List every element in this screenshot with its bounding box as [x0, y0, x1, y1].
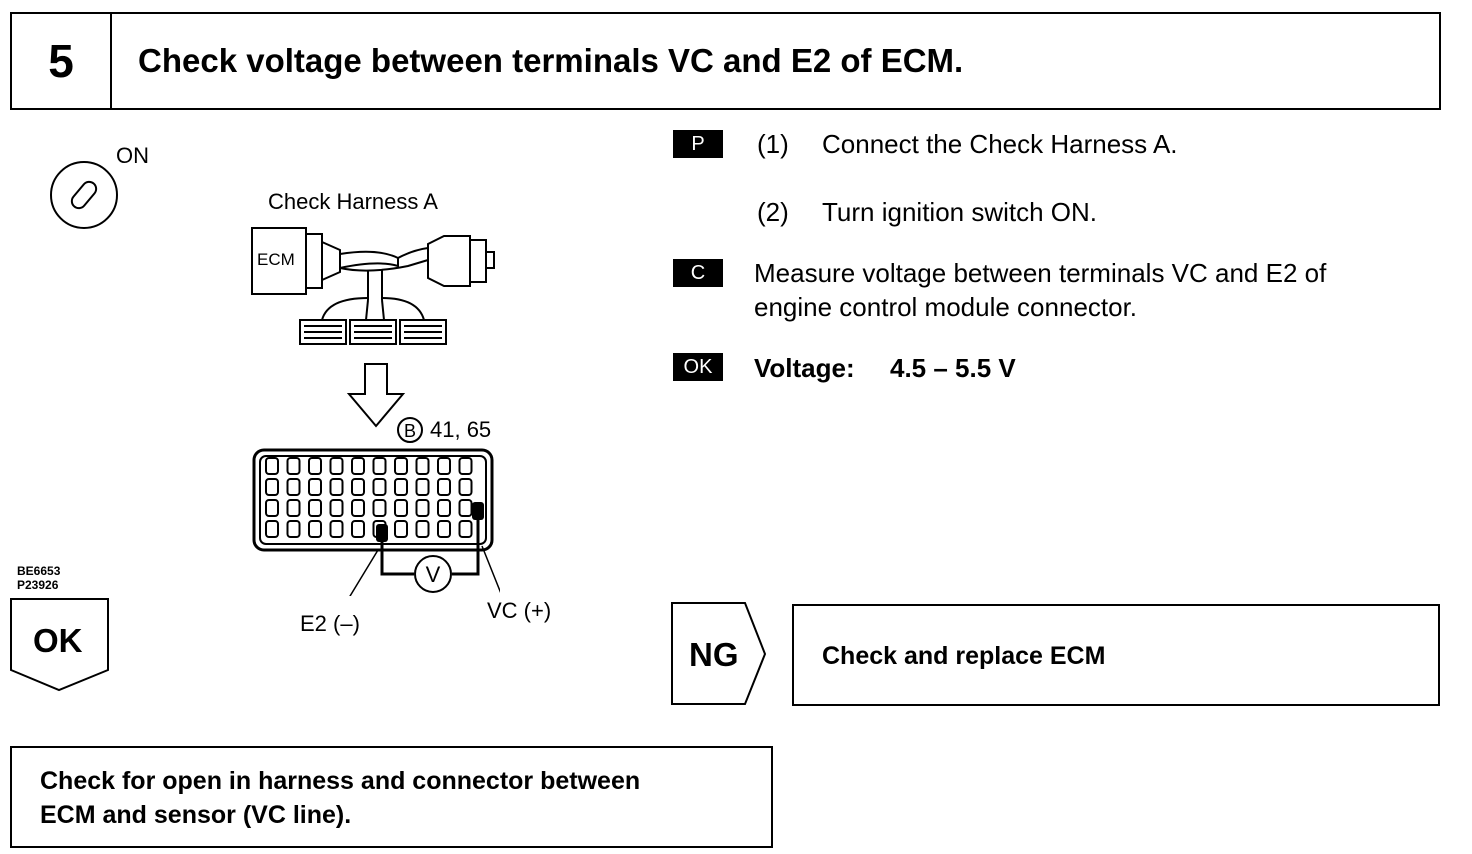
connector-pin: [351, 520, 365, 538]
connector-pin: [286, 520, 301, 538]
ecm-connector-diagram: V: [252, 448, 500, 596]
step-header: 5 Check voltage between terminals VC and…: [10, 12, 1441, 110]
ng-flow-label: NG: [689, 636, 739, 673]
check-harness-diagram: [251, 227, 495, 345]
ng-flow-arrow-icon: [671, 602, 767, 705]
connector-pin: [329, 457, 344, 475]
connector-pin: [415, 520, 430, 538]
harness-label: Check Harness A: [268, 189, 438, 214]
check-badge: C: [673, 259, 723, 287]
connector-pin: [286, 457, 301, 475]
connector-pin: [458, 499, 473, 517]
connector-pin: [394, 457, 408, 475]
connector-pin: [351, 499, 365, 517]
connector-pin: [437, 499, 451, 517]
ok-flow-label: OK: [33, 622, 83, 659]
vc-terminal-label: VC (+): [487, 598, 552, 623]
check-line-2: engine control module connector.: [754, 292, 1138, 322]
connector-pin: [265, 457, 279, 475]
connector-pin: [265, 478, 279, 496]
connector-pin: [437, 520, 451, 538]
check-line-1: Measure voltage between terminals VC and…: [754, 258, 1327, 288]
connector-pin: [394, 499, 408, 517]
connector-pin: [351, 478, 365, 496]
connector-pin: [372, 457, 387, 475]
ok-result-text: Check for open in harness and connector …: [40, 767, 641, 829]
voltmeter-symbol: V: [426, 562, 441, 587]
figure-code-2: P23926: [17, 578, 59, 592]
prep-step-1-text: Connect the Check Harness A.: [822, 129, 1178, 159]
e2-terminal-label: E2 (–): [300, 611, 360, 636]
connector-pin: [308, 520, 322, 538]
connector-pin: [329, 478, 344, 496]
connector-pin: [458, 478, 473, 496]
ok-badge: OK: [673, 353, 723, 381]
connector-pin: [437, 457, 451, 475]
connector-pin: [308, 457, 322, 475]
spec-value: 4.5 – 5.5 V: [890, 353, 1016, 383]
connector-pin: [415, 457, 430, 475]
ng-result-box: Check and replace ECM: [792, 604, 1440, 706]
connector-pin: [372, 499, 387, 517]
ok-result-box: Check for open in harness and connector …: [10, 746, 773, 848]
connector-pin: [265, 520, 279, 538]
connector-pin: [265, 499, 279, 517]
connector-label: 41, 65: [430, 417, 492, 442]
connector-pin: [415, 499, 430, 517]
connector-pin: [394, 520, 408, 538]
ignition-on-label: ON: [116, 143, 149, 168]
spec-label: Voltage:: [754, 353, 855, 383]
connector-pin: [308, 478, 322, 496]
connector-pin: [394, 478, 408, 496]
ignition-switch-icon: [50, 161, 118, 229]
prep-step-2-text: Turn ignition switch ON.: [822, 197, 1098, 227]
connector-pin: [372, 478, 387, 496]
connector-pin: [308, 499, 322, 517]
connector-pin: [351, 457, 365, 475]
figure-code-1: BE6653: [17, 564, 61, 578]
ecm-label: ECM: [257, 250, 295, 269]
connector-pin: [329, 499, 344, 517]
connector-pin: [458, 520, 473, 538]
prep-badge: P: [673, 130, 723, 158]
ng-result-text: Check and replace ECM: [822, 642, 1106, 670]
connector-letter: B: [404, 421, 416, 441]
connector-pin: [286, 499, 301, 517]
connector-pin: [415, 478, 430, 496]
step-number: 5: [12, 14, 112, 108]
prep-step-2-num: (2): [757, 197, 789, 227]
connector-pin: [329, 520, 344, 538]
down-arrow-icon: [346, 363, 406, 428]
connector-b-icon: B: [397, 417, 423, 443]
connector-pin: [286, 478, 301, 496]
ok-flow-arrow-icon: [10, 598, 109, 692]
prep-step-1-num: (1): [757, 129, 789, 159]
connector-pin: [437, 478, 451, 496]
connector-pin: [458, 457, 473, 475]
step-title: Check voltage between terminals VC and E…: [138, 42, 964, 79]
